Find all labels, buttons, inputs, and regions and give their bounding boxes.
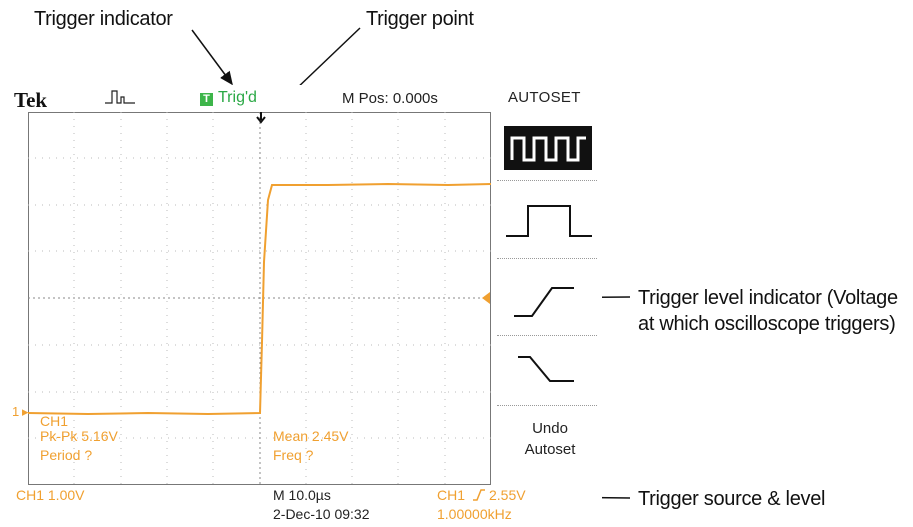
measurement-pk-pk: Pk-Pk 5.16V <box>40 428 118 444</box>
channel1-marker-arrow: ▸ <box>22 404 29 419</box>
side-menu-title: AUTOSET <box>508 89 581 106</box>
undo-autoset-label-line1[interactable]: Undo <box>532 420 568 437</box>
autoset-rising-edge-button[interactable] <box>504 270 592 330</box>
trigger-level-callout-line2: at which oscilloscope triggers) <box>638 313 896 335</box>
trigger-source-level-callout: Trigger source & level <box>638 488 826 510</box>
rising-slope-icon <box>473 489 485 501</box>
trigger-level: 2.55V <box>489 487 526 503</box>
trigger-source: CH1 <box>437 487 466 503</box>
brand-logo: Tek <box>14 88 48 112</box>
menu-separator <box>497 258 597 259</box>
horizontal-position: M Pos: 0.000s <box>342 90 438 107</box>
trigger-level-marker <box>482 292 490 304</box>
undo-autoset-label-line2[interactable]: Autoset <box>524 441 576 458</box>
timebase: M 10.0µs <box>273 487 331 503</box>
measurement-period: Period ? <box>40 447 93 463</box>
channel1-marker: 1 <box>12 404 20 419</box>
trigger-point-callout: Trigger point <box>366 8 474 30</box>
oscilloscope-screen <box>12 85 602 525</box>
menu-separator <box>497 405 597 406</box>
square-wave-multi-cycle-icon <box>510 136 586 162</box>
measurement-freq: Freq ? <box>273 447 314 463</box>
trigger-indicator-callout: Trigger indicator <box>34 8 173 30</box>
falling-edge-icon <box>518 356 574 382</box>
trigger-indicator-arrow <box>191 29 233 86</box>
acquisition-mode-icon <box>105 90 135 104</box>
trigger-frequency: 1.00000kHz <box>437 506 512 522</box>
datetime: 2-Dec-10 09:32 <box>273 506 370 522</box>
trigger-status: Trig'd <box>218 89 257 106</box>
graticule-grid <box>28 112 491 485</box>
autoset-falling-edge-button[interactable] <box>504 345 592 401</box>
menu-separator <box>497 335 597 336</box>
autoset-single-cycle-button[interactable] <box>504 192 592 248</box>
trigger-level-callout-line1: Trigger level indicator (Voltage <box>638 287 898 309</box>
trigger-point-marker <box>256 112 266 124</box>
autoset-multi-cycle-button[interactable] <box>504 126 592 170</box>
measurement-channel-label: CH1 <box>40 413 69 429</box>
trigger-badge: T <box>200 93 213 106</box>
ch1-scale: CH1 1.00V <box>16 487 85 503</box>
measurement-mean: Mean 2.45V <box>273 428 349 444</box>
square-wave-single-cycle-icon <box>506 205 592 237</box>
rising-edge-icon <box>514 287 574 317</box>
menu-separator <box>497 180 597 181</box>
waveform-trace <box>28 182 491 416</box>
